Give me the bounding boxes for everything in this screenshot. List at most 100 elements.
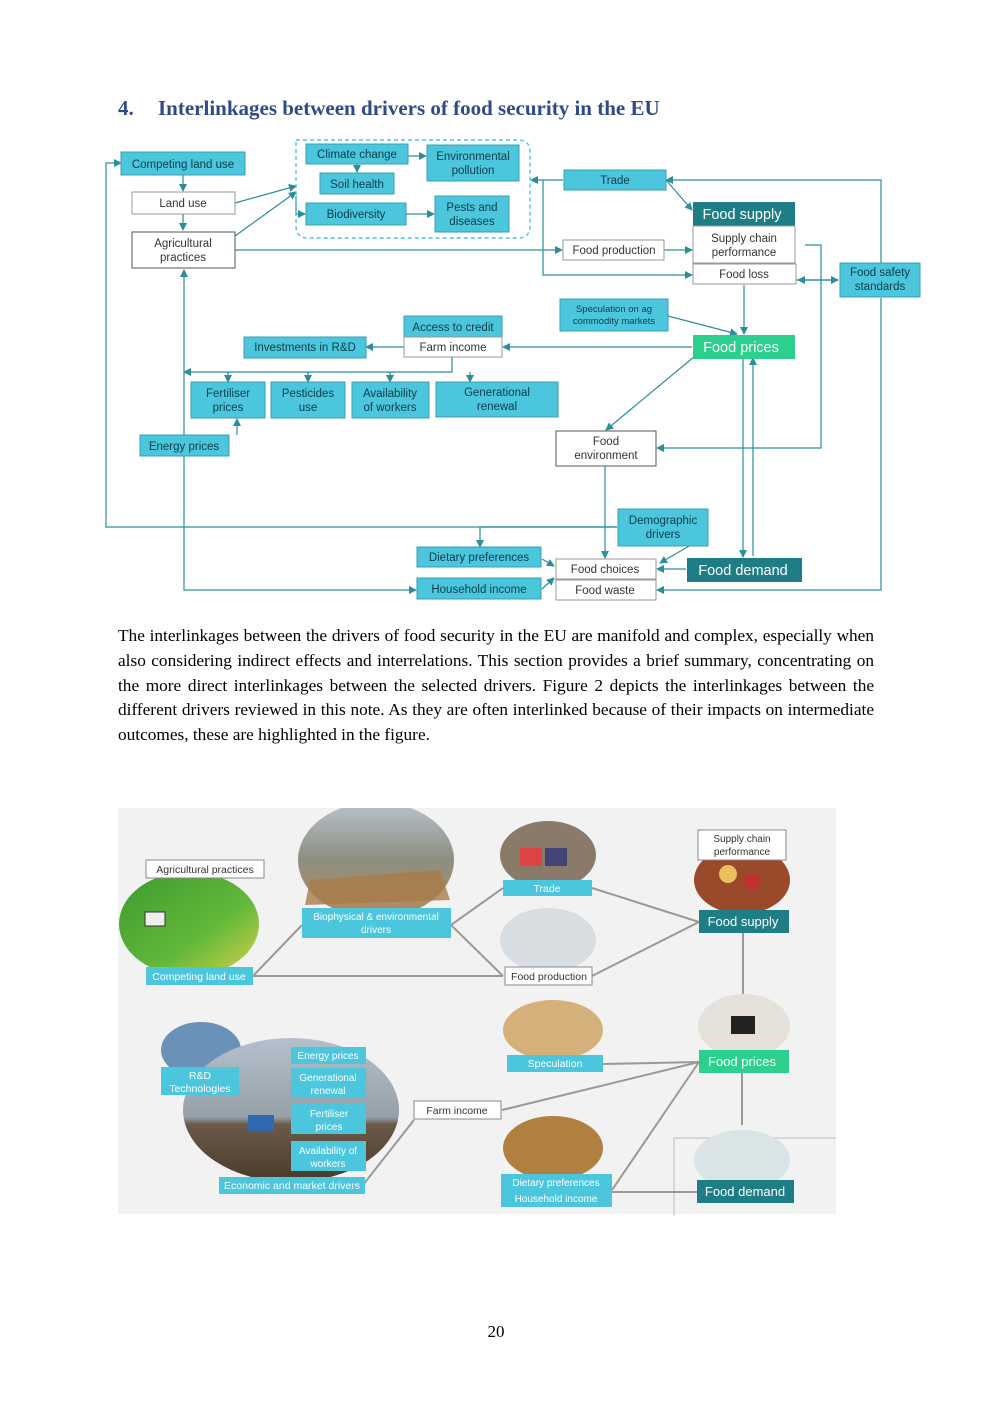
svg-text:Fertiliser: Fertiliser [206,388,250,400]
label-energy-prices: Energy prices [291,1047,366,1064]
wallet-shape [731,1016,755,1034]
container-shape-2 [545,848,567,866]
svg-text:Soil health: Soil health [330,179,384,191]
svg-text:Climate change: Climate change [317,149,397,161]
label-trade: Trade [503,880,592,896]
node-food-waste: Food waste [555,579,657,601]
svg-text:Food waste: Food waste [575,585,634,597]
node-food-demand: Food demand [687,558,802,582]
food-item [719,865,737,883]
svg-text:Food safety: Food safety [850,267,910,279]
label-supply-chain-performance: Supply chain performance [697,829,787,861]
label-food-demand: Food demand [697,1180,794,1203]
svg-text:of workers: of workers [363,402,416,414]
svg-text:pollution: pollution [452,165,495,177]
field-image [119,872,259,976]
tractor-shape-2 [248,1115,274,1131]
label-food-prices: Food prices [699,1050,789,1073]
node-household-income: Household income [416,577,542,600]
svg-text:Food supply: Food supply [708,914,779,929]
svg-text:Generational: Generational [464,387,530,399]
node-food-loss: Food loss [692,263,797,285]
section-number: 4. [118,96,134,120]
node-agricultural-practices: Agricultural practices [131,231,236,269]
section-heading: 4.Interlinkages between drivers of food … [118,96,660,121]
svg-text:performance: performance [714,847,771,858]
svg-text:Generational: Generational [299,1073,356,1084]
svg-text:Supply chain: Supply chain [711,233,777,245]
svg-text:renewal: renewal [477,401,517,413]
node-farm-income: Farm income [403,336,503,358]
svg-text:Agricultural: Agricultural [154,238,212,250]
node-environmental-pollution: Environmental pollution [426,144,520,182]
svg-text:Biodiversity: Biodiversity [327,209,386,221]
svg-text:diseases: diseases [449,216,495,228]
svg-text:workers: workers [309,1159,345,1170]
node-climate-change: Climate change [305,143,409,165]
food-item-2 [744,874,760,890]
svg-text:Trade: Trade [600,175,630,187]
svg-text:Supply chain: Supply chain [713,834,770,845]
svg-text:Technologies: Technologies [169,1083,230,1095]
svg-text:Food production: Food production [572,245,655,257]
svg-text:prices: prices [213,402,244,414]
label-food-production: Food production [504,966,593,986]
node-availability-workers: Availability of workers [351,381,430,419]
food-production-image [500,908,596,972]
svg-text:Fertiliser: Fertiliser [310,1109,349,1120]
svg-text:Dietary preferences: Dietary preferences [512,1178,599,1189]
svg-text:prices: prices [316,1122,343,1133]
svg-text:Availability: Availability [363,388,417,400]
svg-text:Farm income: Farm income [419,342,486,354]
node-investments-rd: Investments in R&D [243,336,367,359]
svg-text:Food: Food [593,436,619,448]
svg-text:Land use: Land use [159,198,206,210]
svg-text:Demographic: Demographic [629,515,698,527]
svg-text:Biophysical & environmental: Biophysical & environmental [313,912,439,923]
label-food-supply: Food supply [699,910,789,933]
svg-text:Agricultural practices: Agricultural practices [156,864,253,876]
svg-text:Food production: Food production [511,971,587,983]
node-trade: Trade [563,169,667,191]
node-soil-health: Soil health [319,172,395,195]
drivers-illustration-diagram: Agricultural practices Competing land us… [118,808,836,1216]
node-energy-prices: Energy prices [139,434,230,457]
svg-text:Food choices: Food choices [571,564,640,576]
node-land-use: Land use [131,191,236,215]
svg-text:environment: environment [574,450,638,462]
page-number: 20 [487,1322,505,1341]
svg-text:Household income: Household income [431,584,526,596]
svg-text:commodity markets: commodity markets [573,316,656,327]
node-competing-land-use: Competing land use [120,151,246,176]
svg-text:Environmental: Environmental [436,151,510,163]
node-dietary-preferences: Dietary preferences [416,546,542,568]
node-access-to-credit: Access to credit [403,315,503,338]
svg-text:Competing land use: Competing land use [152,971,246,983]
svg-text:practices: practices [160,252,206,264]
svg-text:Household income: Household income [515,1194,598,1205]
svg-text:Speculation: Speculation [528,1058,583,1070]
environmental-group-outline [295,139,531,239]
label-economic-market: Economic and market drivers [219,1177,365,1194]
svg-text:Competing land use: Competing land use [132,159,234,171]
node-biodiversity: Biodiversity [305,202,407,226]
node-food-production: Food production [562,239,665,261]
connector-lines [105,152,882,594]
label-farm-income: Farm income [413,1100,502,1120]
node-food-prices: Food prices [693,335,795,359]
svg-text:Energy prices: Energy prices [297,1051,358,1062]
svg-text:Speculation on ag: Speculation on ag [576,304,652,315]
svg-text:Access to credit: Access to credit [412,322,494,334]
svg-text:Food supply: Food supply [703,207,783,223]
diagram2-connectors [252,887,744,1193]
svg-text:Economic and market drivers: Economic and market drivers [224,1180,360,1192]
svg-text:Dietary preferences: Dietary preferences [429,552,530,564]
svg-text:use: use [299,402,318,414]
